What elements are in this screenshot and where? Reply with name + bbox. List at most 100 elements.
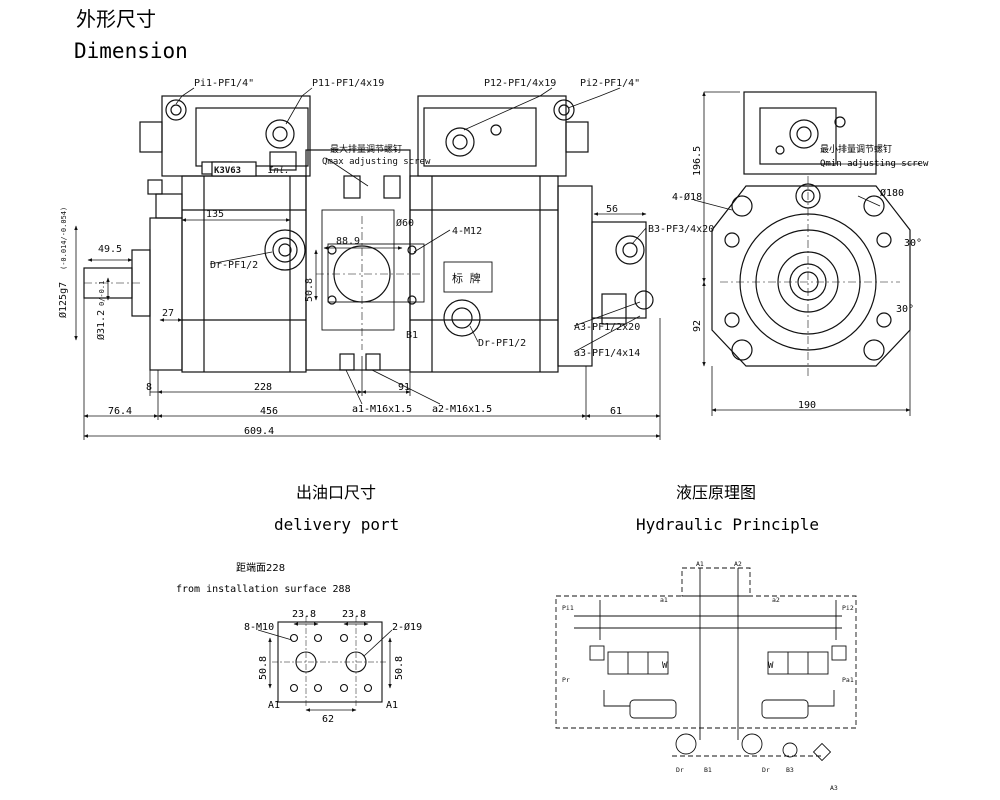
port-a3: A3-PF1/2x20 [574,322,640,333]
dim-50-8: 50.8 [304,278,315,302]
dim-56: 56 [606,204,618,215]
qmin-label-cn: 最小排量调节螺钉 [820,143,892,155]
port-a1-right: A1 [386,700,398,711]
angle-30-top: 30° [904,238,922,249]
qmin-label-en: Qmin adjusting screw [820,159,929,169]
dim-196-5: 196.5 [692,146,703,176]
dim-49-5: 49.5 [98,244,122,255]
mounting-flange [149,217,183,371]
dim-27: 27 [162,308,174,319]
delivery-flange [327,243,425,303]
delivery-note-cn: 距端面228 [236,561,285,574]
dim-135: 135 [206,209,224,220]
end-regulator [743,91,877,175]
hp-port-a3: A3 [830,784,838,792]
bolts-8-m10: 8-M10 [244,622,274,633]
dim-91: 91 [398,382,410,393]
port-a1-m16: a1-M16x1.5 [352,404,412,415]
dim-92: 92 [692,320,703,332]
dim-61: 61 [610,406,622,417]
hp-port-a2-small: a2 [772,596,780,604]
port-a3-small: a3-PF1/4x14 [574,348,640,359]
dim-dia-60: Ø60 [396,217,414,229]
dim-88-9: 88.9 [336,236,360,247]
dim-2-dia-19: 2-Ø19 [392,621,422,633]
hp-port-pr: Pr [562,676,570,684]
dim-4-dia-18: 4-Ø18 [672,191,702,203]
hydraulic-section: 液压原理图 Hydraulic Principle [555,483,857,792]
gear-pump [591,221,647,319]
nameplate-maker: Inl. [268,166,290,176]
dim-dia-125: Ø125g7 [57,282,69,318]
hp-port-pi1: Pi1 [562,604,574,612]
dim-50-8-right: 50.8 [394,656,405,680]
delivery-note-en: from installation surface 288 [176,584,351,595]
dim-50-8-left: 50.8 [258,656,269,680]
dim-23-8-right: 23.8 [342,609,366,620]
dim-190: 190 [798,400,816,411]
hp-port-a1: A1 [696,560,704,568]
nameplate-brand: K3V63 [214,166,241,176]
front-view-labels: Pi1-PF1/4" P11-PF1/4x19 P12-PF1/4x19 Pi2… [57,78,714,359]
pump-1 [675,733,697,755]
port-a1-left: A1 [268,700,280,711]
dim-dia-180: Ø180 [880,187,904,199]
label-pi2: Pi2-PF1/4" [580,78,640,89]
dim-dia-31: Ø31.2 [95,310,107,340]
end-flange [711,185,911,367]
title-en: Dimension [74,39,188,63]
left-control-valve [607,651,669,675]
pump-2 [741,733,763,755]
hp-port-b1: B1 [704,766,712,774]
left-servo [629,699,677,719]
dim-23-8-left: 23.8 [292,609,316,620]
hp-port-pi2: Pi2 [842,604,854,612]
port-b1: B1 [406,330,418,341]
port-a2-m16: a2-M16x1.5 [432,404,492,415]
front-leaders [74,87,661,440]
right-control-valve [767,651,829,675]
dim-456: 456 [260,406,278,417]
drain-port-2: Dr-PF1/2 [478,338,526,349]
hydraulic-title-en: Hydraulic Principle [636,515,819,534]
angle-30-bottom: 30° [896,304,914,315]
drain-port-1: Dr-PF1/2 [210,260,258,271]
label-p12: P12-PF1/4x19 [484,78,556,89]
dim-dia-31-tol: 0/-0.1 [98,281,106,306]
front-bottom-dims: 8 228 91 a1-M16x1.5 a2-M16x1.5 76.4 456 … [83,369,661,438]
qmax-label-en: Qmax adjusting screw [322,157,431,167]
delivery-title-cn: 出油口尺寸 [296,483,376,502]
hp-port-dr-left: Dr [676,766,684,774]
hp-port-b3: B3 [786,766,794,774]
dim-76-4: 76.4 [108,406,132,417]
pump-body-front [181,175,307,373]
end-view-labels: 最小排量调节螺钉 Qmin adjusting screw 4-Ø18 Ø180… [672,143,929,411]
qmax-label-cn: 最大排量调节螺钉 [330,143,402,155]
end-view [711,91,911,376]
nameplate-plate: 标 牌 [452,271,481,285]
hp-port-dr-right: Dr [762,766,770,774]
right-servo [761,699,809,719]
dim-609-4: 609.4 [244,426,274,437]
port-b3: B3-PF3/4x20 [648,224,714,235]
hydraulic-title-cn: 液压原理图 [676,483,756,502]
rear-cover [557,185,593,367]
dim-8: 8 [146,382,152,393]
hp-port-pa1: Pa1 [842,676,854,684]
end-view-dims [693,91,920,416]
hp-spring-w-left: W [662,661,668,671]
hp-port-a2: A2 [734,560,742,568]
delivery-title-en: delivery port [274,515,399,534]
bolts-4-m12: 4-M12 [452,226,482,237]
front-view [83,95,654,373]
hp-port-a1-small: a1 [660,596,668,604]
dim-dia-125-tol: (-0.014/-0.054) [60,207,68,270]
title-cn: 外形尺寸 [76,7,156,31]
label-pi1: Pi1-PF1/4" [194,78,254,89]
label-p11: P11-PF1/4x19 [312,78,384,89]
dim-228: 228 [254,382,272,393]
pilot-pump [782,742,798,758]
dim-62: 62 [322,714,334,725]
delivery-port-section: 出油口尺寸 delivery port 距端面228 from installa… [176,483,422,725]
